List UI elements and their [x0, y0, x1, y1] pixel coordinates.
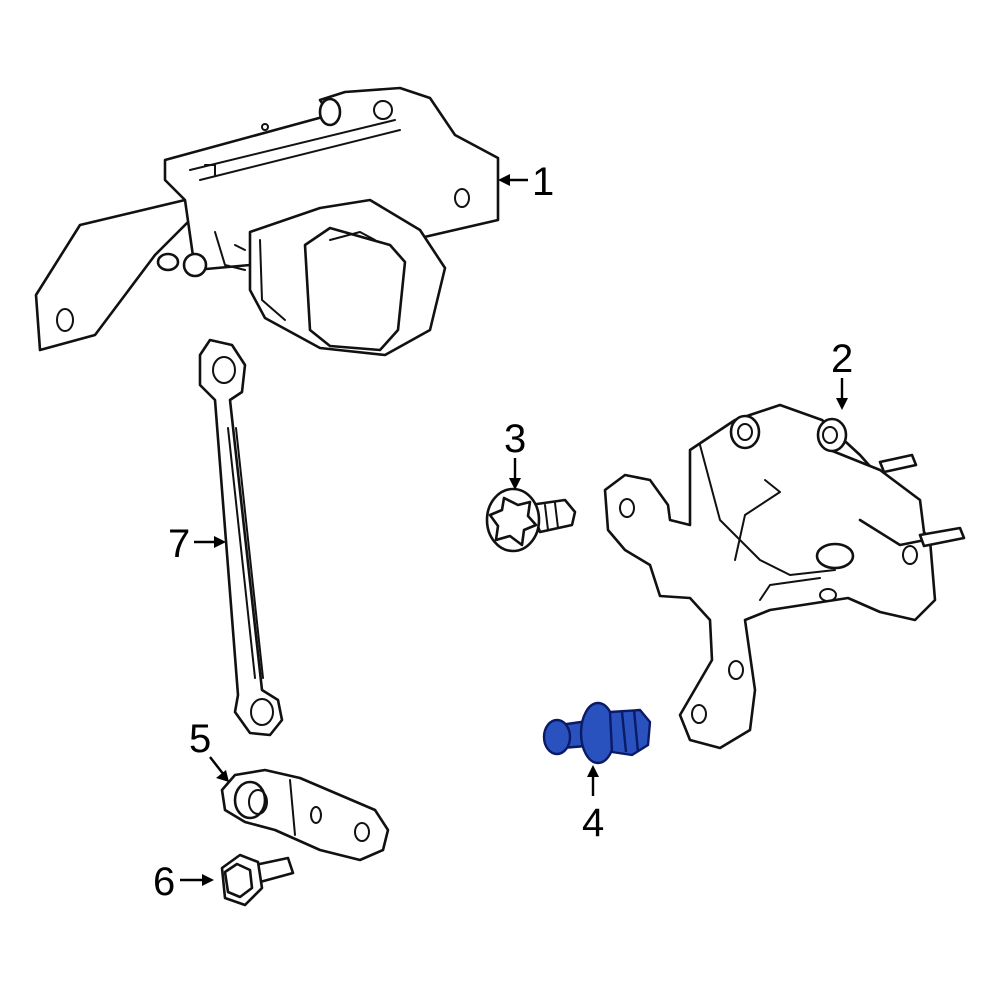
sensor-assembly [34, 86, 500, 357]
callout-5: 5 [189, 717, 229, 782]
callout-4: 4 [582, 765, 604, 845]
bracket-bolt-lower [220, 853, 295, 907]
callout-3-label: 3 [504, 417, 526, 461]
callout-6-label: 6 [153, 860, 175, 904]
sensor-bracket [603, 403, 966, 750]
bracket-bolt [485, 487, 577, 553]
sensor-link-rod [198, 338, 284, 737]
callout-7-label: 7 [168, 522, 190, 566]
push-pin-clip [542, 701, 652, 765]
callout-5-label: 5 [189, 717, 211, 761]
callout-7: 7 [168, 522, 226, 566]
callout-4-label: 4 [582, 801, 604, 845]
clip-pin-head [542, 718, 572, 756]
link-bracket [220, 768, 390, 862]
callout-2: 2 [831, 337, 853, 410]
callout-3: 3 [504, 417, 526, 490]
callout-1: 1 [498, 160, 554, 204]
callout-1-label: 1 [532, 160, 554, 204]
clip-body [608, 708, 652, 757]
callout-6: 6 [153, 860, 214, 904]
callout-2-label: 2 [831, 337, 853, 381]
